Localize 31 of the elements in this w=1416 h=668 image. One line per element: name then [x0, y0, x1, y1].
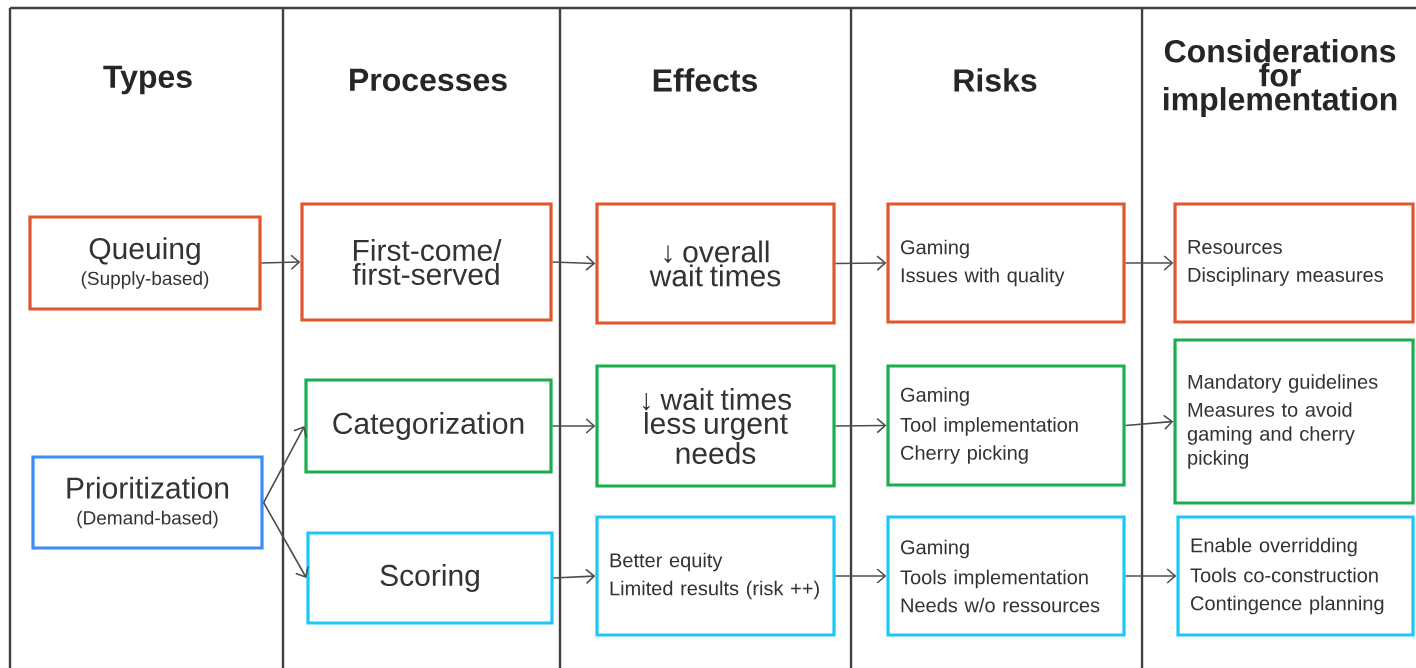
arrow	[262, 501, 309, 578]
process-box: Mandatory guidelines Measures to avoid gaming and cherry picking	[1173, 338, 1415, 505]
arrow	[834, 568, 887, 584]
arrow	[1124, 255, 1174, 271]
process-box: ↓ overall wait times	[595, 202, 836, 325]
process-box: Resources Disciplinary measures	[1173, 202, 1415, 324]
arrow	[260, 254, 301, 271]
arrow	[551, 255, 596, 271]
arrow	[1124, 568, 1177, 584]
arrow	[552, 568, 596, 585]
process-box: Queuing (Supply-based)	[28, 215, 262, 311]
process-box: Gaming Issues with quality	[886, 202, 1126, 324]
arrow	[1124, 414, 1174, 431]
process-box: First-come/ first-served	[300, 202, 553, 322]
process-box: Enable overridding Tools co-construction Contingence planning	[1176, 515, 1415, 637]
arrow	[834, 417, 887, 434]
process-box: Categorization	[304, 378, 553, 474]
process-box: Better equity Limited results (risk ++)	[595, 515, 836, 637]
arrow	[551, 418, 596, 434]
column-heading: Processes	[350, 68, 507, 92]
process-box: ↓ wait times less urgent needs	[595, 364, 836, 488]
column-heading: Effects	[653, 68, 758, 92]
column-heading: Risks	[954, 68, 1037, 92]
arrow	[834, 255, 887, 271]
process-box: Gaming Tool implementation Cherry picking	[886, 364, 1126, 487]
process-box: Prioritization (Demand-based)	[31, 455, 264, 550]
column-heading: Types	[103, 65, 192, 95]
column-heading: Considerations for implementation	[1164, 39, 1397, 117]
process-box: Gaming Tools implementation Needs w/o ressources	[886, 515, 1126, 637]
process-box: Scoring	[306, 531, 554, 625]
arrow	[262, 426, 308, 504]
